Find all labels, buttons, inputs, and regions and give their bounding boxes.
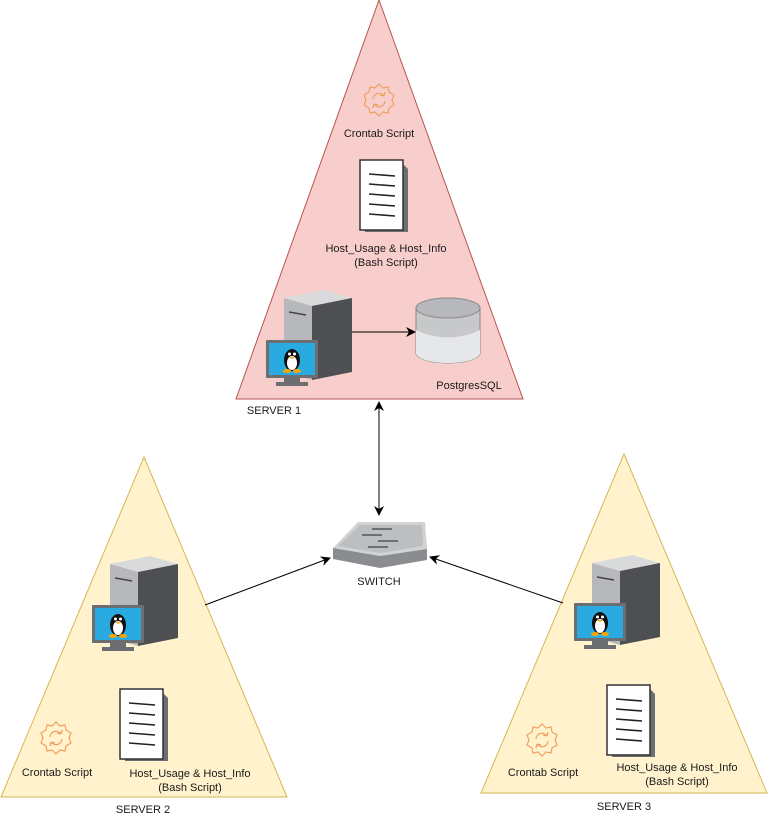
network-switch-icon: [333, 522, 427, 568]
script-label-line1: Host_Usage & Host_Info: [129, 768, 250, 780]
crontab-label: Crontab Script: [508, 767, 578, 779]
server-1-label: SERVER 1: [247, 405, 301, 417]
document-icon: [359, 159, 409, 233]
server-1-group: Crontab Script Host_Usage & Host_Info (B…: [235, 0, 524, 417]
server-2-label: SERVER 2: [116, 804, 170, 816]
switch-label: SWITCH: [357, 576, 400, 588]
script-label-line2: (Bash Script): [354, 257, 418, 269]
script-label-line1: Host_Usage & Host_Info: [325, 243, 446, 255]
database-label: PostgresSQL: [436, 380, 501, 392]
document-icon: [606, 684, 656, 758]
server-2-group: Crontab Script Host_Usage & Host_Info (B…: [0, 455, 288, 816]
server-3-group: Crontab Script Host_Usage & Host_Info (B…: [480, 452, 768, 813]
server-3-label: SERVER 3: [597, 801, 651, 813]
database-icon: [415, 297, 481, 364]
crontab-label: Crontab Script: [22, 767, 92, 779]
script-label-line2: (Bash Script): [158, 782, 222, 794]
document-icon: [119, 688, 169, 762]
script-label-line1: Host_Usage & Host_Info: [616, 762, 737, 774]
server2-switch-connector: [204, 556, 331, 606]
crontab-label: Crontab Script: [344, 128, 414, 140]
server3-switch-connector: [429, 555, 564, 604]
script-label-line2: (Bash Script): [645, 776, 709, 788]
